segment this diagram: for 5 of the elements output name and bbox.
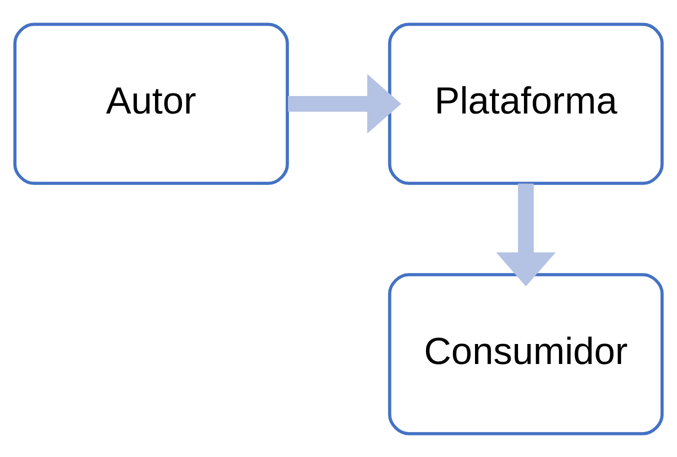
node-box: Autor	[13, 22, 289, 184]
arrow	[496, 183, 556, 286]
arrow	[288, 74, 402, 134]
node-box: Consumidor	[388, 272, 664, 435]
node-box: Plataforma	[388, 22, 664, 184]
